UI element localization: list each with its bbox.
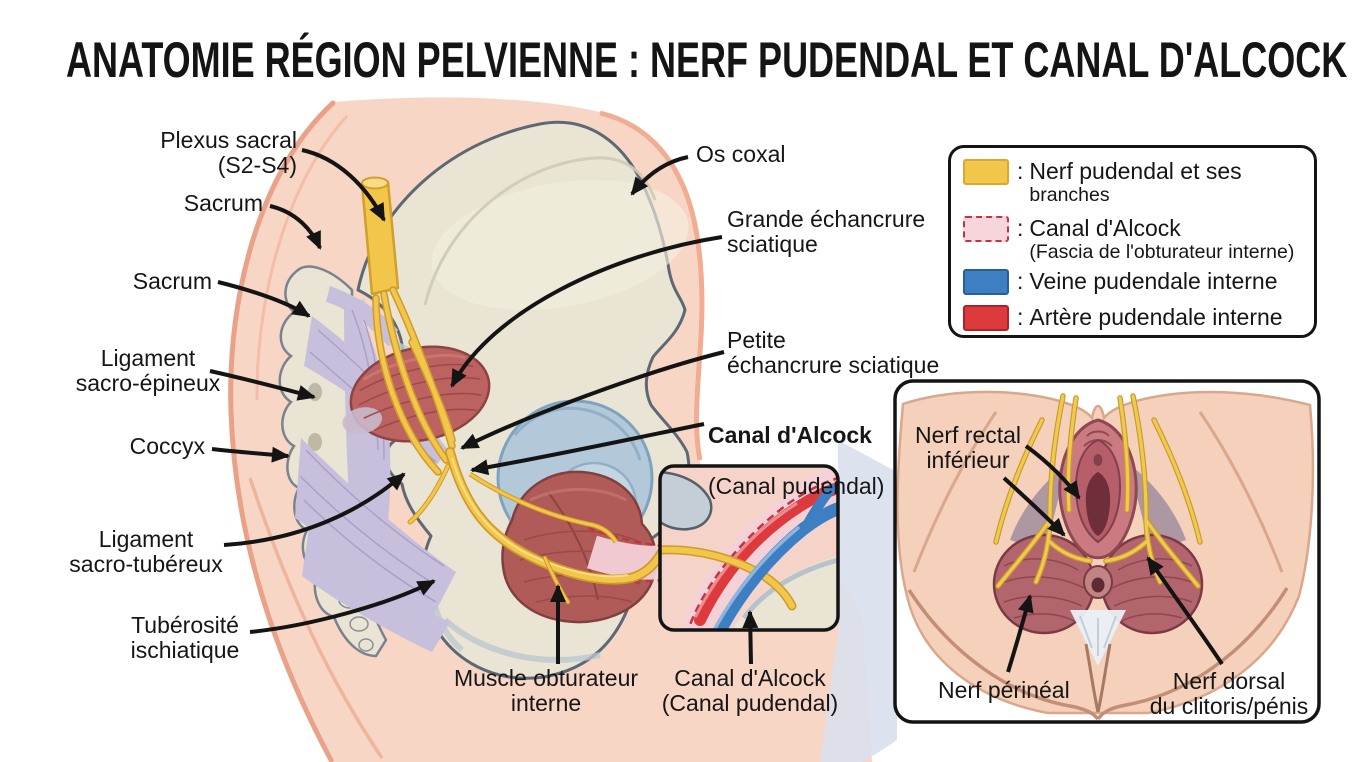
artery-color-swatch (963, 305, 1009, 331)
label-nerf-dorsal: Nerf dorsal du clitoris/pénis (1149, 668, 1309, 720)
arrow-nerf-rectal-2 (1002, 476, 1066, 537)
arrow-plexus-sacral (301, 148, 386, 222)
legend-colon: : (1017, 215, 1024, 241)
arrow-nerf-rectal-1 (1024, 444, 1081, 500)
arrow-sacrum-lower (217, 280, 311, 318)
nerve-color-swatch (963, 159, 1009, 185)
arrow-ligament-sacro-epineux (209, 369, 316, 401)
label-canal-alcock-bold: Canal d'Alcock (708, 422, 872, 449)
label-petite-echancrure: Petite échancrure sciatique (727, 327, 940, 379)
anus (1083, 565, 1113, 599)
perineum-inset (893, 379, 1321, 724)
legend-item-canal: : Canal d'Alcock(Fascia de l'obturateur … (963, 215, 1295, 265)
arrow-os-coxal (630, 155, 689, 196)
legend-item-artery: : Artère pudendale interne (963, 304, 1283, 331)
label-coccyx: Coccyx (129, 433, 205, 459)
canal-color-swatch (963, 216, 1009, 242)
arrow-ligament-sacro-tubereux (223, 472, 406, 547)
leader-arrows (209, 148, 1224, 673)
label-canal-alcock-main: Canal d'Alcock (Canal pudendal) (708, 398, 884, 524)
vein-color-swatch (963, 269, 1009, 295)
label-muscle-obturateur: Muscle obturateur interne (453, 665, 639, 717)
label-ligament-sacro-tubereux: Ligament sacro-tubéreux (69, 526, 223, 578)
arrow-nerf-dorsal (1146, 556, 1224, 666)
arrow-tuberosite (249, 579, 436, 634)
internal-pudendal-vein (711, 484, 838, 630)
pudendal-nerve (360, 176, 667, 605)
perineum-inset-border (893, 379, 1321, 724)
arrow-canal-alcock-main (470, 422, 705, 476)
legend-colon: : (1017, 158, 1024, 184)
legend-nerve-text-2: branches (1029, 184, 1110, 207)
legend-colon: : (1017, 268, 1024, 294)
arrow-petite-echancrure (460, 350, 725, 450)
label-os-coxal: Os coxal (696, 141, 786, 167)
legend-artery-text: Artère pudendale interne (1029, 304, 1283, 330)
arrow-sacrum-upper (269, 204, 322, 250)
legend-nerve-text: Nerf pudendal et ses (1029, 158, 1242, 184)
legend-colon: : (1017, 304, 1024, 330)
legend-canal-text-2: (Fascia de l'obturateur interne) (1029, 241, 1295, 264)
label-canal-alcock-sub: (Canal pudendal) (708, 472, 885, 499)
legend-item-vein: : Veine pudendale interne (963, 268, 1278, 295)
label-nerf-perineal: Nerf périnéal (938, 677, 1070, 703)
page-title: ANATOMIE RÉGION PELVIENNE : NERF PUDENDA… (66, 32, 1348, 88)
arrow-coccyx (211, 446, 290, 463)
arrow-grande-echancrure (450, 235, 723, 388)
legend-vein-text: Veine pudendale interne (1029, 268, 1278, 294)
label-nerf-rectal-inferieur: Nerf rectal inférieur (914, 422, 1022, 474)
label-ligament-sacro-epineux: Ligament sacro-épineux (75, 345, 221, 397)
label-sacrum-lower: Sacrum (132, 268, 212, 294)
arrow-canal-alcock-inset (742, 610, 759, 665)
label-canal-alcock-inset: Canal d'Alcock (Canal pudendal) (661, 665, 839, 717)
label-plexus-sacral: Plexus sacral (S2-S4) (160, 127, 297, 179)
label-grande-echancrure: Grande échancrure sciatique (727, 206, 926, 258)
label-tuberosite-ischiatique: Tubérosité ischiatique (130, 612, 240, 664)
perineal-nerve-branches (993, 393, 1203, 589)
arrow-nerf-perineal (1006, 594, 1034, 673)
legend-canal-text: Canal d'Alcock (1029, 215, 1181, 241)
vulva (1058, 418, 1138, 560)
label-sacrum-upper: Sacrum (183, 190, 263, 216)
